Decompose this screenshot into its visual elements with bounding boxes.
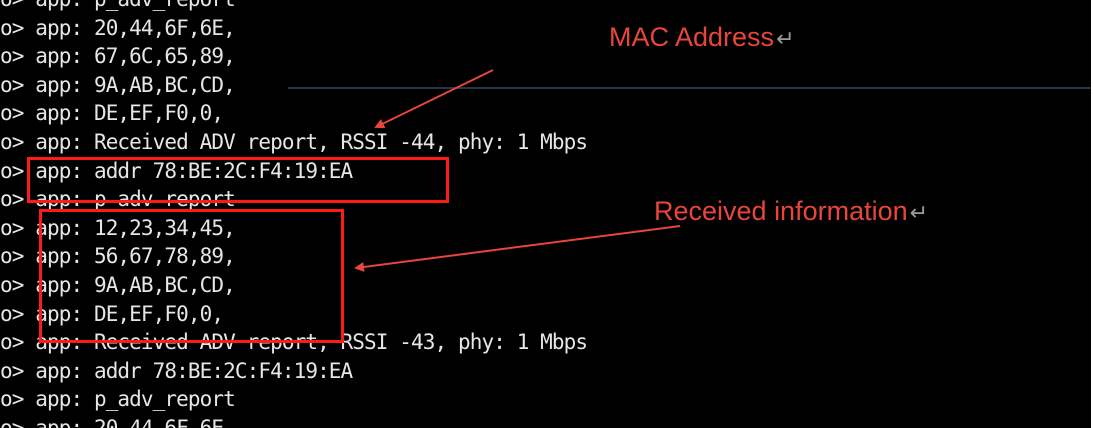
- terminal-line: o> app: p_adv_report: [0, 0, 587, 14]
- terminal-line: o> app: p_adv_report: [0, 387, 236, 412]
- terminal-line: o> app: 67,6C,65,89,: [0, 44, 236, 69]
- terminal-line: o> app: 12,23,34,45,: [0, 215, 236, 240]
- right-edge: [1091, 0, 1093, 428]
- terminal-line: o> app: p_adv_report: [0, 187, 236, 212]
- info-arrow-icon: [354, 225, 681, 272]
- received-information-label: Received information↵: [654, 196, 929, 226]
- mac-arrow-icon: [374, 69, 494, 128]
- terminal-line: o> app: addr 78:BE:2C:F4:19:EA: [0, 158, 353, 183]
- terminal-line: o> app: Received ADV report, RSSI -44, p…: [0, 129, 588, 154]
- terminal-line: o> app: 56,67,78,89,: [0, 244, 236, 269]
- return-mark-icon: ↵: [909, 200, 929, 225]
- terminal-line: o> app: 20,44,6F,6E,: [0, 415, 236, 428]
- terminal-line: o> app: addr 78:BE:2C:F4:19:EA: [0, 358, 353, 383]
- mac-address-label: MAC Address↵: [609, 22, 795, 52]
- terminal-line: o> app: 20,44,6F,6E,: [0, 15, 236, 40]
- return-mark-icon: ↵: [776, 26, 795, 51]
- mac-address-highlight-box: [27, 157, 449, 203]
- received-info-highlight-box: [39, 209, 344, 343]
- terminal-line: o> app: 9A,AB,BC,CD,: [0, 272, 236, 297]
- terminal-line: o> app: DE,EF,F0,0,: [0, 301, 224, 326]
- cursor-divider-line: [288, 87, 1091, 89]
- terminal-line: o> app: 9A,AB,BC,CD,: [0, 72, 236, 97]
- terminal-line: o> app: DE,EF,F0,0,: [0, 101, 224, 126]
- terminal-log: o> app: p_adv_report o> app: 20,44,6F,6E…: [0, 0, 588, 428]
